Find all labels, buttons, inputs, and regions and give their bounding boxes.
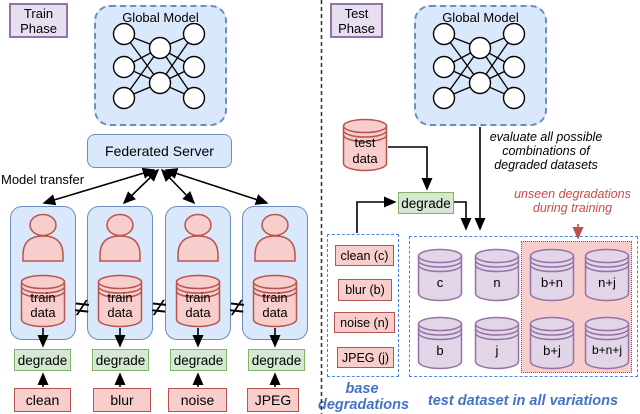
train-data-label-2: data: [185, 305, 211, 320]
federated-server-box: Federated Server: [87, 134, 232, 168]
degrade-label-4: degrade: [251, 352, 302, 368]
train-data-cylinder: train data: [175, 274, 221, 328]
federated-server-label: Federated Server: [105, 143, 214, 159]
source-box-noise: noise: [168, 388, 227, 412]
dataset-label-c: c: [436, 275, 444, 290]
dataset-cylinder-b: b: [417, 316, 463, 370]
test-data-label-1: test: [354, 135, 376, 150]
dataset-cylinder-n: n: [474, 248, 520, 302]
train-data-cylinder: train data: [20, 274, 66, 328]
evaluate-note: evaluate all possible combinations of de…: [484, 130, 608, 172]
base-item-blur: blur (b): [338, 279, 392, 301]
source-label-blur: blur: [110, 392, 134, 408]
source-label-clean: clean: [25, 392, 60, 408]
degrade-box-4: degrade: [248, 349, 305, 371]
base-item-noise-label: noise (n): [340, 315, 389, 330]
degrade-box-1: degrade: [14, 349, 71, 371]
person-icon: [99, 213, 141, 262]
degrade-label-3: degrade: [173, 352, 224, 368]
model-transfer-label: Model transfer: [1, 172, 85, 187]
dataset-label-j: j: [495, 343, 499, 358]
degrade-box-2: degrade: [92, 349, 149, 371]
train-phase-line2: Phase: [20, 21, 57, 36]
test-phase-badge: Test Phase: [330, 3, 383, 38]
dataset-label-n: n: [493, 275, 501, 290]
dataset-cylinder-c: c: [417, 248, 463, 302]
base-degradations-caption: base degradations: [318, 381, 410, 413]
base-item-noise: noise (n): [334, 312, 395, 333]
train-data-label-1: train: [107, 290, 133, 305]
dataset-cylinder-b+n+j: b+n+j: [584, 316, 630, 370]
base-item-jpeg-label: JPEG (j): [341, 350, 390, 365]
source-label-jpeg: JPEG: [254, 392, 292, 408]
source-label-noise: noise: [180, 392, 215, 408]
base-caption-line1: base: [345, 381, 379, 397]
train-phase-badge: Train Phase: [9, 3, 68, 38]
test-data-cylinder: test data: [342, 118, 388, 174]
neural-network-icon: [112, 23, 206, 110]
unseen-note: unseen degradations during training: [505, 187, 640, 215]
base-item-clean-label: clean (c): [340, 248, 389, 263]
base-item-jpeg: JPEG (j): [337, 347, 394, 368]
unseen-line1: unseen degradations: [514, 187, 631, 201]
dataset-label-b+n+j: b+n+j: [591, 343, 623, 357]
dataset-label-b: b: [436, 343, 444, 358]
unseen-line2: during training: [532, 201, 613, 215]
test-dataset-caption: test dataset in all variations: [427, 393, 619, 409]
evaluate-line3: degraded datasets: [494, 158, 598, 172]
test-phase-line1: Test: [344, 6, 369, 21]
dataset-label-b+n: b+n: [540, 275, 564, 290]
train-data-label-1: train: [30, 290, 56, 305]
base-caption-line2: degradations: [318, 397, 410, 413]
base-to-degrade-arrow: [356, 196, 397, 233]
degrade-to-datasets-arrow: [454, 201, 472, 231]
degrade-box-test: degrade: [398, 192, 454, 214]
test-dataset-box: [409, 236, 638, 377]
train-data-label-2: data: [30, 305, 56, 320]
person-icon: [254, 213, 296, 262]
degrade-box-3: degrade: [170, 349, 227, 371]
global-model-title-test: Global Model: [442, 10, 519, 25]
evaluate-line2: combinations of: [502, 144, 590, 158]
person-icon: [177, 213, 219, 262]
degrade-label-1: degrade: [17, 352, 68, 368]
base-item-blur-label: blur (b): [345, 283, 385, 297]
test-data-label-2: data: [352, 151, 378, 166]
base-degradations-box: [327, 234, 399, 377]
source-box-clean: clean: [14, 388, 71, 412]
global-model-title-train: Global Model: [122, 10, 199, 25]
train-data-cylinder: train data: [97, 274, 143, 328]
train-data-label-2: data: [262, 305, 288, 320]
neural-network-icon: [432, 23, 526, 110]
source-box-jpeg: JPEG: [247, 388, 299, 412]
base-item-clean: clean (c): [335, 245, 394, 266]
dataset-cylinder-b+j: b+j: [529, 316, 575, 370]
test-phase-line2: Phase: [338, 21, 375, 36]
degrade-label-2: degrade: [95, 352, 146, 368]
dataset-cylinder-b+n: b+n: [529, 248, 575, 302]
train-data-label-1: train: [185, 290, 211, 305]
dataset-cylinder-n+j: n+j: [584, 248, 630, 302]
evaluate-line1: evaluate all possible: [489, 130, 603, 144]
train-data-label-1: train: [262, 290, 288, 305]
train-data-cylinder: train data: [252, 274, 298, 328]
dataset-label-n+j: n+j: [598, 275, 616, 290]
person-icon: [22, 213, 64, 262]
degrade-label-test: degrade: [401, 195, 451, 211]
client-arrows: [37, 328, 281, 387]
train-phase-line1: Train: [23, 6, 54, 21]
train-data-label-2: data: [107, 305, 133, 320]
testdata-to-degrade-arrow: [388, 146, 433, 191]
dataset-label-b+j: b+j: [543, 343, 561, 358]
dataset-cylinder-j: j: [474, 316, 520, 370]
source-box-blur: blur: [93, 388, 151, 412]
